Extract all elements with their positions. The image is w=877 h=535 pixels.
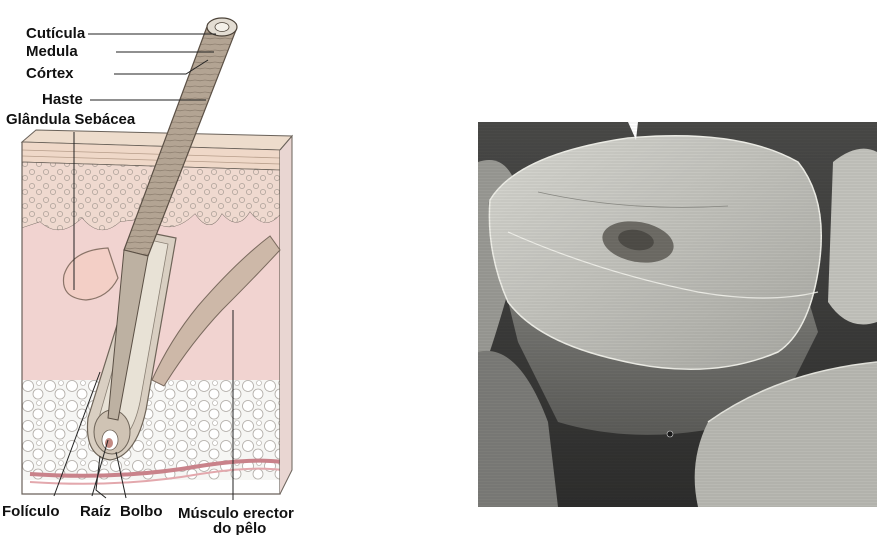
label-cortex: Córtex — [26, 65, 74, 82]
label-raiz: Raíz — [80, 503, 111, 520]
hair-cross-section-micrograph — [478, 122, 877, 507]
label-do-pelo: do pêlo — [213, 520, 266, 535]
label-medula: Medula — [26, 43, 78, 60]
label-bolbo: Bolbo — [120, 503, 163, 520]
label-cuticula: Cutícula — [26, 25, 86, 42]
label-haste: Haste — [42, 91, 83, 108]
hair-anatomy-diagram: Cutícula Medula Córtex Haste Glândula Se… — [0, 0, 330, 535]
label-foliculo: Folículo — [2, 503, 60, 520]
label-glandula-sebacea: Glândula Sebácea — [6, 111, 136, 128]
